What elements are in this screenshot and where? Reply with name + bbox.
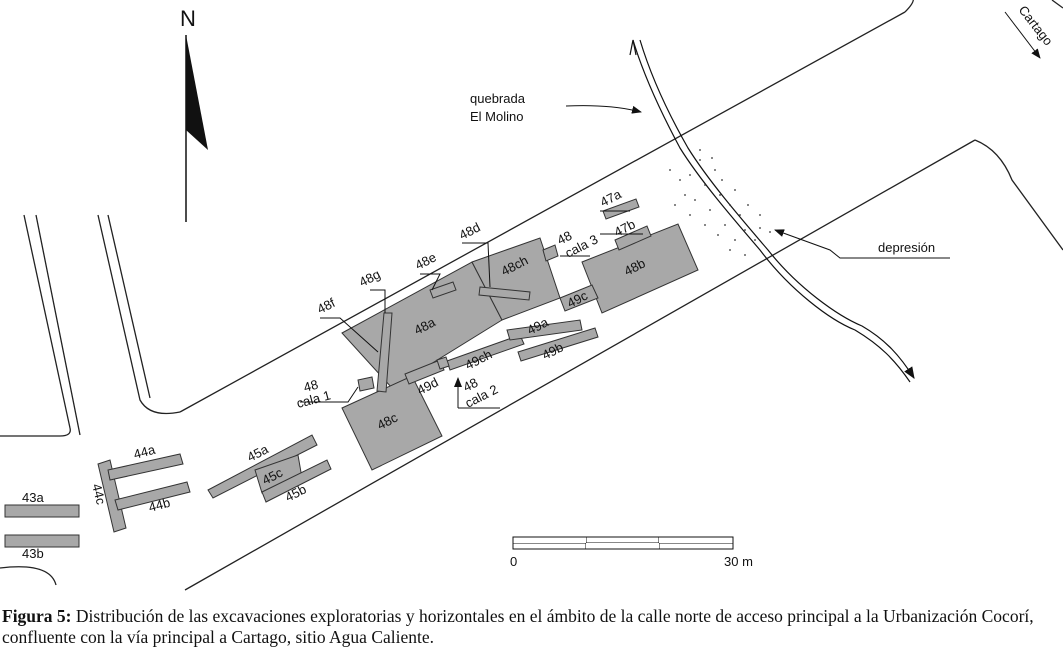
unit-48f-trench [376, 312, 393, 393]
unit-47a [602, 198, 640, 220]
cross-road-curve [974, 139, 1063, 251]
left-road-edge-3 [107, 214, 151, 399]
stream-quebrada [629, 39, 915, 383]
cala-1-number: 48 [302, 377, 320, 395]
cala-2-number: 48 [461, 375, 481, 395]
label-44c: 44c [89, 482, 109, 506]
unit-48c [341, 375, 443, 471]
scale-bar: 0 30 m [510, 536, 753, 569]
label-48d: 48d [457, 219, 483, 242]
label-44a: 44a [132, 442, 158, 462]
depression-label: depresión [878, 240, 935, 255]
stream-label-line1: quebrada [470, 91, 526, 106]
figure-caption: Figura 5: Distribución de las excavacion… [2, 606, 1060, 648]
cartago-label: Cartago [1016, 3, 1056, 49]
label-48g: 48g [357, 266, 383, 289]
left-road-edge-1 [0, 214, 71, 437]
street-south-edge [184, 139, 976, 591]
unit-44a [107, 453, 184, 481]
unit-44b [114, 481, 191, 511]
unit-49b [517, 327, 599, 362]
unit-47b [614, 225, 652, 251]
unit-44c [97, 459, 127, 533]
left-street-corner-a [97, 214, 181, 415]
depression-area [669, 149, 771, 256]
label-44b: 44b [147, 495, 172, 515]
unit-45a [207, 434, 318, 499]
excavation-units [4, 198, 699, 548]
stream-label-line2: El Molino [470, 109, 523, 124]
unit-49ch [446, 334, 525, 371]
unit-48e [429, 281, 457, 299]
top-right-road [1051, 0, 1063, 9]
unit-cala-3 [542, 244, 559, 262]
north-label: N [180, 6, 196, 31]
label-48e: 48e [413, 249, 439, 272]
unit-cala-2 [436, 356, 450, 370]
label-48f: 48f [315, 295, 338, 317]
road-lines [0, 0, 1063, 591]
unit-49d [404, 359, 445, 385]
cala-1-label: cala 1 [295, 387, 332, 410]
scale-start: 0 [510, 554, 517, 569]
cala-3-number: 48 [555, 228, 575, 248]
site-map: N Cartago quebrada El Molino depresión 4… [0, 0, 1063, 591]
unit-49a [506, 319, 583, 341]
leader-lines [300, 11, 1041, 409]
unit-43a [4, 504, 80, 518]
unit-43b [4, 534, 80, 548]
street-north-edge [179, 11, 906, 413]
unit-48d [478, 286, 531, 301]
unit-45b [261, 459, 332, 503]
caption-text: Distribución de las excavaciones explora… [2, 606, 1034, 647]
label-43a: 43a [22, 490, 44, 505]
scale-end: 30 m [724, 554, 753, 569]
unit-49c [559, 284, 599, 312]
street-north-curve [904, 0, 914, 13]
label-43b: 43b [22, 546, 44, 561]
bottom-left-road [0, 566, 57, 586]
unit-cala-1 [357, 376, 375, 392]
north-arrow: N [180, 6, 208, 222]
left-road-edge-2 [35, 214, 81, 436]
caption-label: Figura 5: [2, 606, 72, 626]
